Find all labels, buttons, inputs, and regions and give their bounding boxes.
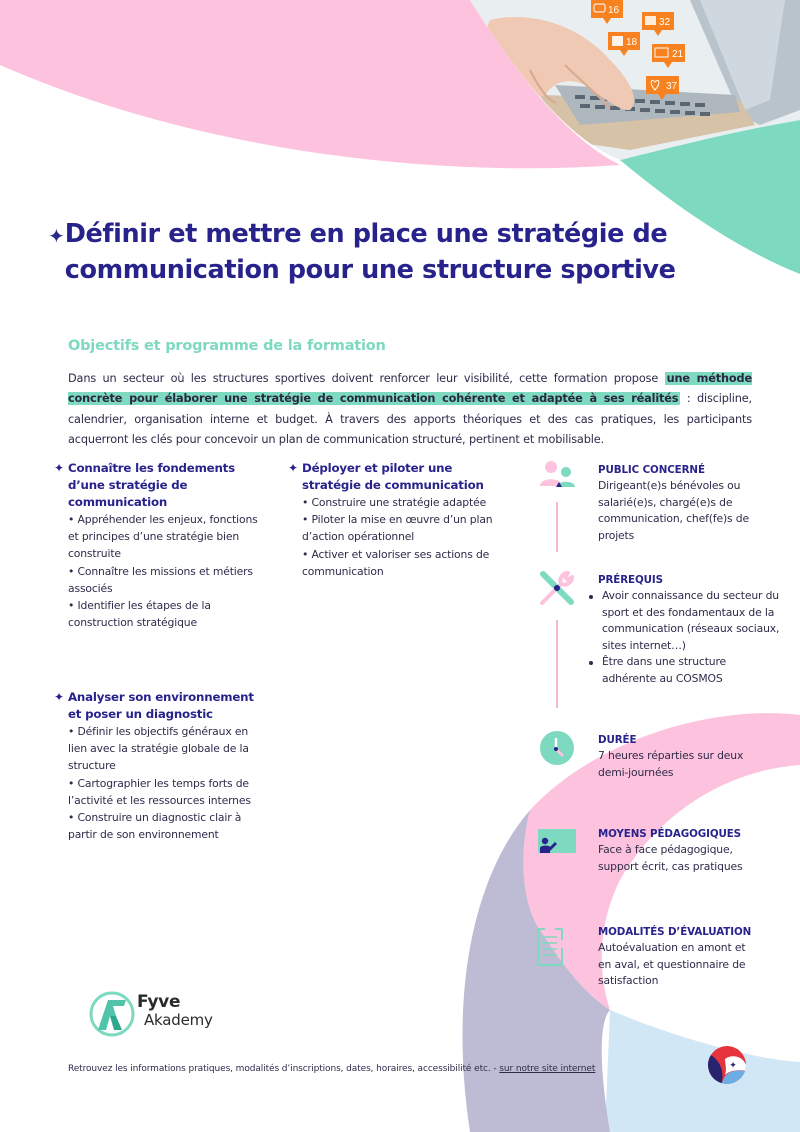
info-title: PUBLIC CONCERNÉ: [598, 464, 705, 476]
info-title: DURÉE: [598, 734, 637, 746]
module-item: Construire une stratégie adaptée: [302, 494, 500, 511]
module-item: Activer et valoriser ses actions de comm…: [302, 546, 500, 580]
info-title: MOYENS PÉDAGOGIQUES: [598, 828, 741, 840]
prerequis-item: Avoir connaissance du secteur du sport e…: [589, 588, 798, 654]
module-item: Définir les objectifs généraux en lien a…: [68, 723, 264, 775]
timeline-line: [556, 502, 558, 552]
svg-text:18: 18: [626, 37, 638, 48]
module-title: Déployer et piloter une stratégie de com…: [302, 461, 484, 492]
lavender-arc: [462, 810, 610, 1132]
sparkle-icon: ✦: [54, 690, 65, 704]
info-moyens: MOYENS PÉDAGOGIQUES Face à face pédagogi…: [598, 826, 798, 875]
module-item: Construire un diagnostic clair à partir …: [68, 809, 264, 843]
module-item: Connaître les missions et métiers associ…: [68, 563, 264, 597]
module-item: Appréhender les enjeux, fonctions et pri…: [68, 511, 264, 563]
module-title: Analyser son environnement et poser un d…: [68, 690, 254, 721]
svg-text:✦: ✦: [729, 1061, 737, 1071]
footer: Retrouvez les informations pratiques, mo…: [68, 1064, 595, 1074]
pink-ring: [523, 713, 800, 1010]
module-title: Connaître les fondements d’une stratégie…: [68, 461, 235, 509]
section-heading: Objectifs et programme de la formation: [68, 338, 386, 354]
tools-icon: [540, 571, 574, 605]
sparkle-icon: ✦: [48, 224, 65, 248]
cosmos-logo-icon: ✦: [708, 1046, 746, 1084]
info-title: MODALITÉS D’ÉVALUATION: [598, 926, 752, 938]
intro-paragraph: Dans un secteur où les structures sporti…: [68, 369, 752, 450]
logo-text-fyve: Fyve: [137, 992, 181, 1012]
info-prerequis: PRÉREQUIS Avoir connaissance du secteur …: [589, 572, 798, 687]
timeline-line: [556, 620, 558, 708]
website-link[interactable]: sur notre site internet: [499, 1064, 596, 1074]
fyve-logo-mark-icon: [89, 991, 135, 1037]
info-public: PUBLIC CONCERNÉ Dirigeant(e)s bénévoles …: [598, 462, 798, 544]
footer-text: Retrouvez les informations pratiques, mo…: [68, 1064, 500, 1074]
module-fondements: ✦ Connaître les fondements d’une stratég…: [54, 460, 264, 631]
intro-text-before: Dans un secteur où les structures sporti…: [68, 372, 665, 385]
hero-laptop-photo: 16 32 18 21 37: [470, 0, 800, 160]
people-icon: [540, 461, 575, 487]
info-duree: DURÉE 7 heures réparties sur deux demi-j…: [598, 732, 798, 781]
module-deployer: ✦ Déployer et piloter une stratégie de c…: [288, 460, 500, 580]
badge-comment-count: 16: [608, 5, 620, 16]
page-title-block: ✦ Définir et mettre en place une stratég…: [48, 216, 748, 288]
module-item: Identifier les étapes de la construction…: [68, 597, 264, 631]
info-text: Dirigeant(e)s bénévoles ou salarié(e)s, …: [598, 479, 749, 542]
info-evaluation: MODALITÉS D’ÉVALUATION Autoévaluation en…: [598, 924, 798, 990]
svg-text:32: 32: [659, 17, 671, 28]
pink-top-blob: [0, 0, 620, 169]
sparkle-icon: ✦: [288, 461, 299, 475]
info-title: PRÉREQUIS: [598, 574, 663, 586]
info-text: Face à face pédagogique, support écrit, …: [598, 843, 743, 873]
clock-icon: [540, 731, 574, 765]
module-item: Piloter la mise en œuvre d’un plan d’act…: [302, 511, 500, 545]
svg-text:21: 21: [672, 49, 684, 60]
page-title: Définir et mettre en place une stratégie…: [64, 219, 676, 285]
module-item: Cartographier les temps forts de l’activ…: [68, 775, 264, 809]
intro-text-after: : discipline, calendrier, organisation i…: [68, 392, 752, 446]
notification-badges: 16 32 18 21 37: [591, 0, 685, 100]
prerequis-item: Être dans une structure adhérente au COS…: [589, 654, 742, 687]
teacher-board-icon: [538, 829, 576, 853]
teal-shape: [620, 120, 800, 274]
info-text: 7 heures réparties sur deux demi-journée…: [598, 749, 744, 779]
fyve-akademy-logo: Fyve Akademy: [88, 990, 248, 1040]
module-analyser: ✦ Analyser son environnement et poser un…: [54, 689, 264, 843]
svg-text:37: 37: [666, 81, 678, 92]
logo-text-akademy: Akademy: [144, 1011, 213, 1029]
info-text: Autoévaluation en amont et en aval, et q…: [598, 941, 746, 987]
light-blue-shape: [605, 1010, 800, 1132]
sparkle-icon: ✦: [54, 461, 65, 475]
clipboard-idea-icon: [537, 925, 575, 966]
